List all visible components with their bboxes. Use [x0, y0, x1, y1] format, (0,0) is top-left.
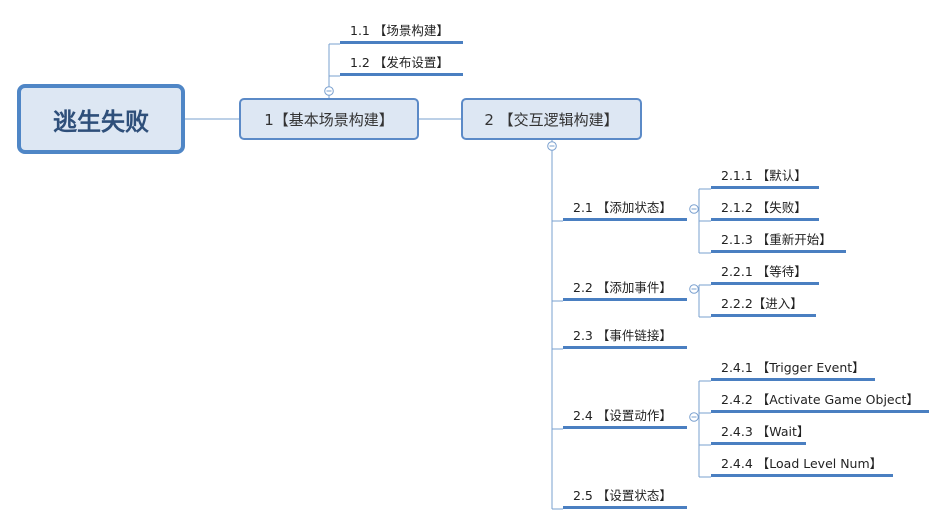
branch-node-1[interactable]: 1【基本场景构建】: [239, 98, 419, 140]
collapse-toggle-icon[interactable]: [689, 412, 699, 422]
node-2-3[interactable]: 2.3 【事件链接】: [563, 327, 687, 349]
node-2-4-4[interactable]: 2.4.4 【Load Level Num】: [711, 455, 893, 477]
node-2-1[interactable]: 2.1 【添加状态】: [563, 199, 687, 221]
node-1-1[interactable]: 1.1 【场景构建】: [340, 22, 463, 44]
node-2-2-1[interactable]: 2.2.1 【等待】: [711, 263, 819, 285]
node-2-1-2[interactable]: 2.1.2 【失败】: [711, 199, 819, 221]
collapse-toggle-icon[interactable]: [689, 284, 699, 294]
node-1-2[interactable]: 1.2 【发布设置】: [340, 54, 463, 76]
node-2-4-1[interactable]: 2.4.1 【Trigger Event】: [711, 359, 875, 381]
node-2-5[interactable]: 2.5 【设置状态】: [563, 487, 687, 509]
root-node[interactable]: 逃生失败: [17, 84, 185, 154]
node-2-1-3[interactable]: 2.1.3 【重新开始】: [711, 231, 846, 253]
node-2-2[interactable]: 2.2 【添加事件】: [563, 279, 687, 301]
branch-node-2[interactable]: 2 【交互逻辑构建】: [461, 98, 642, 140]
collapse-toggle-icon[interactable]: [547, 141, 557, 151]
collapse-toggle-icon[interactable]: [324, 86, 334, 96]
node-2-1-1[interactable]: 2.1.1 【默认】: [711, 167, 819, 189]
node-2-4-3[interactable]: 2.4.3 【Wait】: [711, 423, 809, 445]
node-2-2-2[interactable]: 2.2.2【进入】: [711, 295, 816, 317]
node-2-4-2[interactable]: 2.4.2 【Activate Game Object】: [711, 391, 929, 413]
node-2-4[interactable]: 2.4 【设置动作】: [563, 407, 687, 429]
collapse-toggle-icon[interactable]: [689, 204, 699, 214]
